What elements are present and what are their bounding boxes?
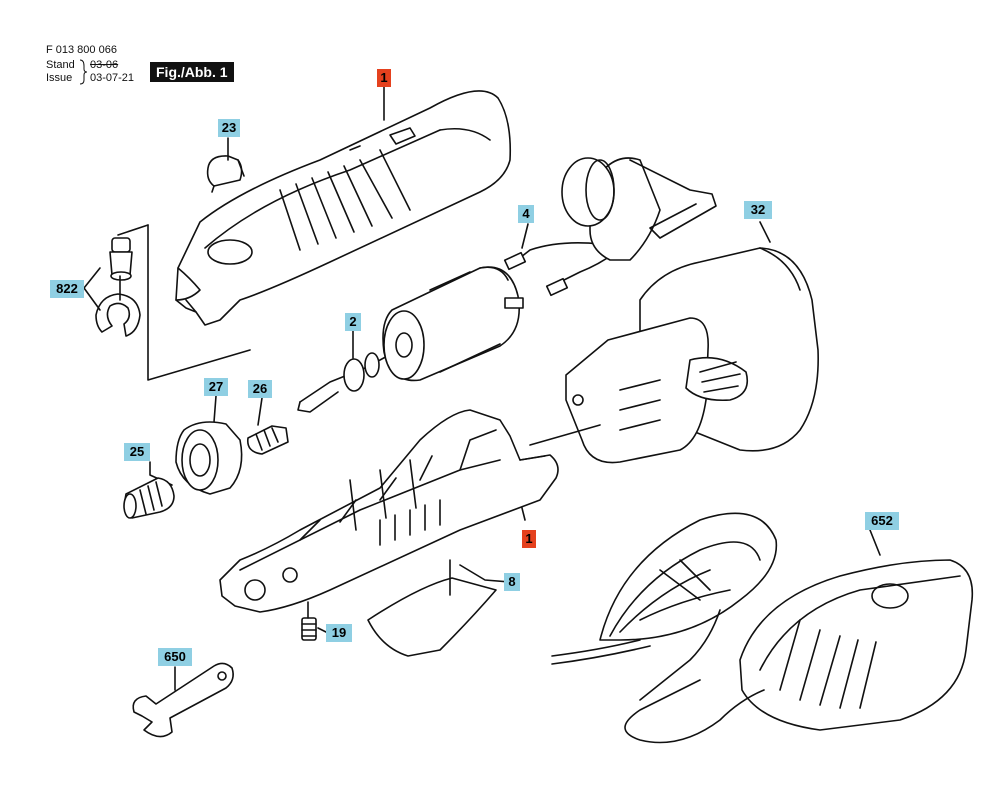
- part-number: F 013 800 066: [46, 44, 117, 56]
- lock-parts-822: [95, 224, 251, 381]
- issue-label: Issue: [46, 72, 73, 84]
- callout-1-bottom[interactable]: 1: [522, 530, 536, 548]
- cap-23: [206, 155, 245, 193]
- shaft-25: [123, 477, 175, 519]
- switch-assembly-4: [503, 157, 717, 297]
- battery-pack-32: [529, 247, 819, 464]
- collet-26: [246, 425, 289, 455]
- housing-bottom-half: [219, 409, 559, 613]
- motor-2: [297, 266, 524, 413]
- callout-4[interactable]: 4: [518, 205, 534, 223]
- housing-top-half: [175, 90, 512, 326]
- issue-value: 03-07-21: [90, 72, 135, 84]
- collet-nut-27: [175, 421, 243, 495]
- callout-1-top[interactable]: 1: [377, 69, 391, 87]
- stand-value: 03-06: [90, 59, 119, 71]
- charger-652: [551, 512, 974, 744]
- label-sheet-8: [367, 559, 497, 657]
- callout-23[interactable]: 23: [218, 119, 240, 137]
- callout-19[interactable]: 19: [326, 624, 352, 642]
- callout-652[interactable]: 652: [865, 512, 899, 530]
- callout-2[interactable]: 2: [345, 313, 361, 331]
- callout-25[interactable]: 25: [124, 443, 150, 461]
- callout-822[interactable]: 822: [50, 280, 84, 298]
- callout-27[interactable]: 27: [204, 378, 228, 396]
- callout-8[interactable]: 8: [504, 573, 520, 591]
- callout-32[interactable]: 32: [744, 201, 772, 219]
- screw-19: [301, 601, 317, 641]
- brace-icon: [79, 59, 88, 85]
- callout-26[interactable]: 26: [248, 380, 272, 398]
- figure-title: Fig./Abb. 1: [150, 62, 234, 82]
- callout-650[interactable]: 650: [158, 648, 192, 666]
- wrench-650: [132, 662, 234, 738]
- stand-label: Stand: [46, 59, 75, 71]
